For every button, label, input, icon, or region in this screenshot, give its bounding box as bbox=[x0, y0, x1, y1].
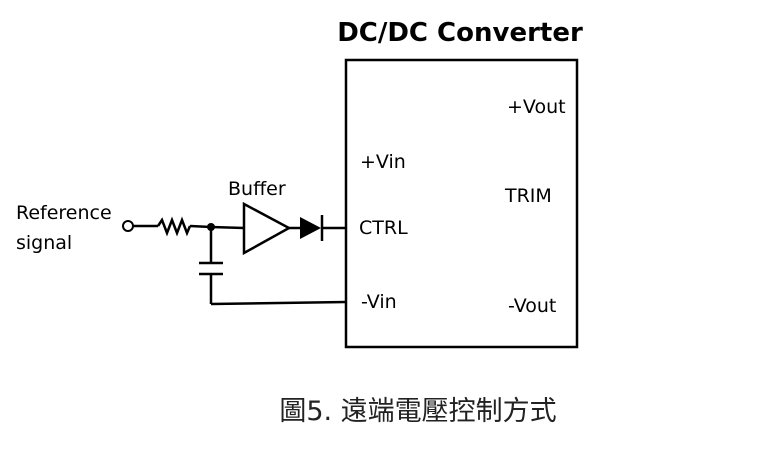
resistor-symbol bbox=[156, 216, 192, 237]
pin-ctrl: CTRL bbox=[359, 217, 408, 239]
pin-vout-positive: +Vout bbox=[507, 96, 566, 118]
buffer-symbol bbox=[242, 201, 292, 256]
pin-vin-negative: -Vin bbox=[361, 291, 397, 313]
buffer-label: Buffer bbox=[228, 178, 286, 200]
converter-block bbox=[344, 58, 579, 349]
input-terminal bbox=[122, 220, 134, 232]
converter-title: DC/DC Converter bbox=[337, 18, 583, 48]
figure-caption: 圖5. 遠端電壓控制方式 bbox=[279, 396, 556, 427]
pin-vout-negative: -Vout bbox=[508, 295, 556, 317]
reference-label-line1: Reference bbox=[16, 202, 112, 224]
wire-ground-to-vin-negative bbox=[210, 300, 347, 306]
pin-trim: TRIM bbox=[504, 185, 552, 207]
wire-junction-to-buffer bbox=[210, 225, 245, 230]
diode-symbol bbox=[300, 217, 321, 239]
reference-label-line2: signal bbox=[16, 232, 72, 254]
pin-vin-positive: +Vin bbox=[360, 151, 406, 173]
